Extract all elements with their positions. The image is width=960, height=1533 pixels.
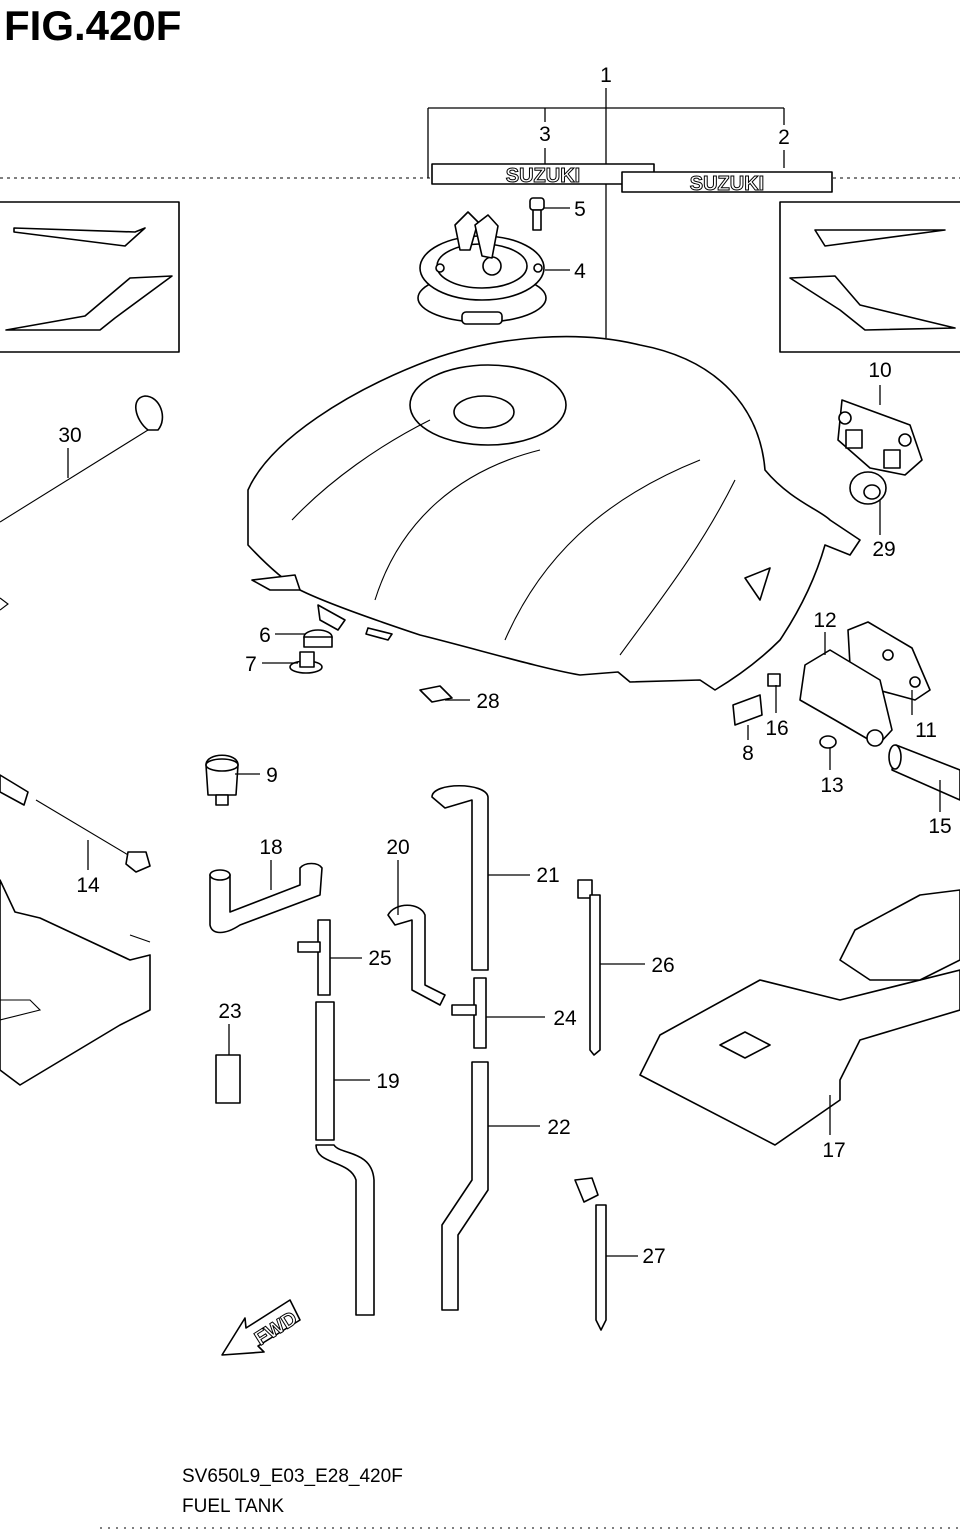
grommet: [303, 629, 333, 648]
hose-18: [209, 862, 323, 934]
callout-27: 27: [642, 1245, 665, 1268]
collar: [819, 735, 837, 749]
cable-tie-27: [574, 1177, 607, 1331]
callout-28: 28: [476, 690, 499, 713]
fuel-cap: [417, 211, 547, 325]
callout-4: 4: [574, 260, 586, 283]
callout-24: 24: [553, 1007, 577, 1030]
decal-box-right: [779, 201, 960, 353]
t-joint-24: [451, 977, 487, 1049]
decal-box-left: [0, 201, 180, 353]
section-name: FUEL TANK: [182, 1496, 285, 1517]
decal-suzuki-left: SUZUKI: [431, 163, 655, 188]
callout-7: 7: [245, 653, 257, 676]
rubber-pad: [732, 694, 763, 726]
hose-20: [387, 904, 446, 1006]
small-nut: [767, 673, 781, 687]
callout-22: 22: [547, 1116, 570, 1139]
callout-15: 15: [928, 815, 951, 838]
model-code: SV650L9_E03_E28_420F: [182, 1466, 403, 1487]
callout-16: 16: [765, 717, 788, 740]
fuel-tank: [247, 335, 861, 691]
callout-5: 5: [574, 198, 586, 221]
callout-6: 6: [259, 624, 271, 647]
bolt-14: [35, 799, 151, 873]
callout-25: 25: [368, 947, 391, 970]
cushion: [849, 471, 887, 505]
left-tube: [0, 774, 29, 806]
callout-8: 8: [742, 742, 754, 765]
hose-19: [315, 1001, 375, 1316]
collar-7: [289, 651, 323, 674]
callout-1: 1: [600, 64, 612, 87]
callout-11: 11: [915, 719, 937, 742]
callout-19: 19: [376, 1070, 399, 1093]
drain-hose-15: [888, 744, 960, 801]
hose-cap: [205, 754, 239, 806]
callout-14: 14: [76, 874, 100, 897]
callout-29: 29: [872, 538, 895, 561]
callout-21: 21: [536, 864, 559, 887]
cap-bolt: [529, 197, 545, 231]
prop-rod: [0, 395, 164, 611]
caution-label: [419, 685, 453, 703]
callout-30: 30: [58, 424, 81, 447]
fwd-arrow: FWD: [221, 1299, 302, 1356]
figure-title: FIG.420F: [4, 2, 182, 49]
callout-23: 23: [218, 1000, 241, 1023]
callout-numbers: 1 2 3 4 5 6 7 8 9 10 11 12 13 14 15 16 1…: [58, 64, 951, 1268]
hose-22: [441, 1061, 489, 1311]
leader-lines: [67, 207, 941, 1257]
callout-2: 2: [778, 126, 790, 149]
left-tray: [0, 879, 151, 1086]
callout-18: 18: [259, 836, 282, 859]
callout-3: 3: [539, 123, 551, 146]
callout-12: 12: [813, 609, 836, 632]
callout-13: 13: [820, 774, 843, 797]
cable-tie-26: [577, 879, 601, 1056]
t-joint-25: [297, 919, 331, 996]
hinge-bracket: [799, 621, 931, 747]
svg-text:SUZUKI: SUZUKI: [690, 173, 764, 195]
callout-26: 26: [651, 954, 674, 977]
label-23: [215, 1054, 241, 1104]
callout-17: 17: [822, 1139, 845, 1162]
callout-9: 9: [266, 764, 278, 787]
hose-21: [431, 784, 489, 971]
tank-bracket-upper: [837, 399, 923, 476]
decal-suzuki-right: SUZUKI: [621, 171, 833, 196]
callout-20: 20: [386, 836, 409, 859]
callout-10: 10: [868, 359, 891, 382]
heat-shield: [639, 889, 960, 1146]
svg-text:SUZUKI: SUZUKI: [506, 165, 580, 187]
